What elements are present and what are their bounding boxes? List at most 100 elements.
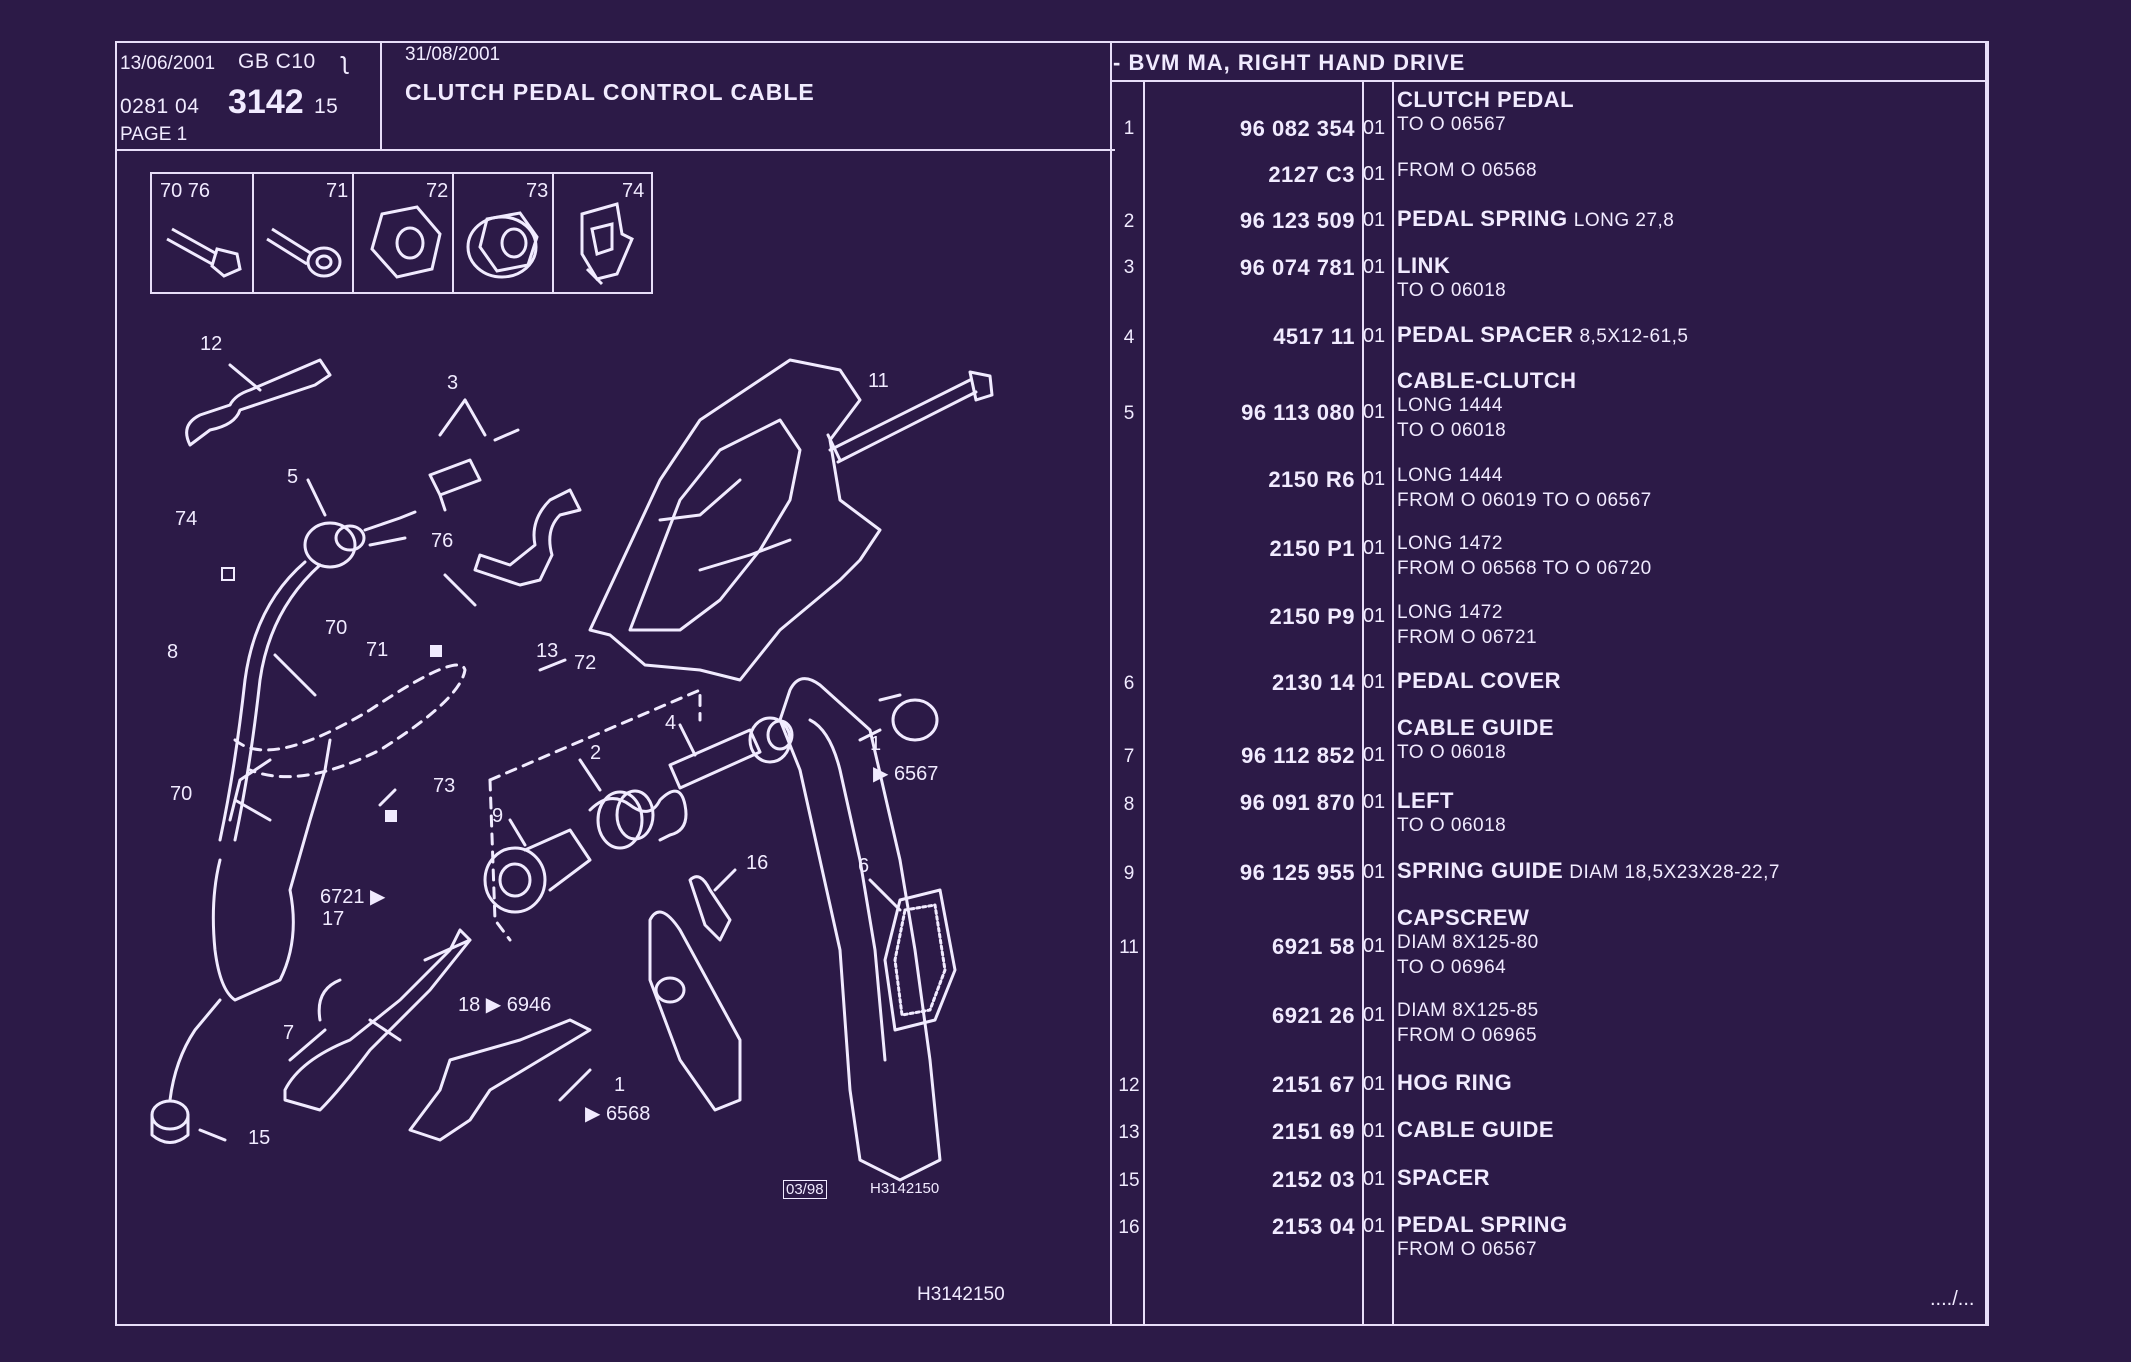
row-index: 13 [1118, 1122, 1140, 1143]
row-index: 4 [1123, 327, 1135, 348]
diagram-ref: H3142150 [870, 1180, 940, 1197]
part-description: HOG RING [1397, 1070, 1977, 1095]
row-index: 7 [1123, 746, 1135, 767]
row-index: 5 [1123, 403, 1135, 424]
callout-label: 6 [858, 855, 870, 877]
serial-label: 6946 [506, 994, 552, 1016]
row-index: 16 [1118, 1217, 1140, 1238]
quantity: 01 [1362, 861, 1386, 883]
header-date1: 13/06/2001 [120, 53, 216, 74]
part-description: DIAM 8X125-85 FROM O 06965 [1397, 998, 1977, 1048]
quantity: 01 [1362, 1215, 1386, 1237]
clip-icon [580, 202, 634, 286]
callout-label: 18 ▶ 6946 [458, 992, 551, 1017]
quantity: 01 [1362, 163, 1386, 185]
part-number: 2127 C3 [1268, 162, 1355, 187]
header-ref-main: 3142 [228, 83, 304, 121]
row-index: 3 [1123, 257, 1135, 278]
part-name: CAPSCREW [1397, 905, 1530, 930]
quantity: 01 [1362, 935, 1386, 957]
part-description: LONG 1472 FROM O 06721 [1397, 600, 1977, 650]
callout-label: 1 [614, 1074, 626, 1096]
icon-cell: 70 76 [152, 174, 254, 292]
icon-label: 74 [622, 180, 645, 202]
part-note: TO O 06018 [1397, 742, 1507, 763]
part-name: CLUTCH PEDAL [1397, 87, 1575, 112]
part-name: CABLE-CLUTCH [1397, 368, 1577, 393]
part-number: 96 091 870 [1239, 790, 1355, 815]
icon-label: 73 [526, 180, 549, 202]
callout-label: ▶ 6568 [585, 1101, 650, 1126]
part-description: SPRING GUIDE DIAM 18,5X23X28-22,7 [1397, 858, 1977, 885]
part-name: HOG RING [1397, 1070, 1513, 1095]
part-name: PEDAL SPRING [1397, 206, 1568, 231]
quantity: 01 [1362, 791, 1386, 813]
ref-label: 18 [458, 994, 481, 1016]
column-divider [1143, 82, 1145, 1326]
part-name: SPACER [1397, 1165, 1491, 1190]
callout-label: ▶ 6567 [873, 761, 938, 786]
part-note: FROM O 06568 [1397, 160, 1538, 181]
callout-label: 70 [325, 617, 348, 639]
serial-label: 6721 [320, 886, 365, 908]
part-number: 2151 67 [1271, 1072, 1355, 1097]
icon-cell: 73 [454, 174, 554, 292]
callout-label: 71 [366, 639, 389, 661]
quantity: 01 [1362, 1004, 1386, 1026]
quantity: 01 [1362, 537, 1386, 559]
icon-label: 72 [426, 180, 449, 202]
row-index: 15 [1118, 1170, 1140, 1191]
column-divider [1110, 41, 1112, 1326]
part-note: LONG 1444 FROM O 06019 TO O 06567 [1397, 465, 1652, 511]
arrow-icon: ▶ [585, 1103, 606, 1125]
part-description: PEDAL SPACER 8,5X12-61,5 [1397, 322, 1977, 349]
serial-label: 6568 [605, 1103, 651, 1125]
part-number: 96 074 781 [1239, 255, 1355, 280]
part-description: SPACER [1397, 1165, 1977, 1190]
part-name: PEDAL SPACER [1397, 322, 1574, 347]
footer-ref: H3142150 [917, 1284, 1005, 1305]
icon-cell: 72 [354, 174, 454, 292]
part-spec: 8,5X12-61,5 [1579, 326, 1689, 347]
part-name: PEDAL SPRING [1397, 1212, 1568, 1237]
hardware-icons-box: 70 76 71 72 73 [150, 172, 653, 294]
arrow-icon: ▶ [480, 994, 507, 1016]
part-number: 2150 R6 [1268, 467, 1355, 492]
part-number: 2130 14 [1271, 670, 1355, 695]
part-name: LINK [1397, 253, 1451, 278]
quantity: 01 [1362, 117, 1386, 139]
callout-label: 11 [868, 370, 889, 392]
part-note: LONG 1472 FROM O 06721 [1397, 602, 1538, 648]
part-note: DIAM 8X125-80 TO O 06964 [1397, 932, 1539, 978]
part-number: 96 113 080 [1241, 400, 1355, 425]
section-divider [1110, 80, 1987, 82]
part-note: DIAM 8X125-85 FROM O 06965 [1397, 1000, 1539, 1046]
header-page: PAGE 1 [120, 124, 188, 145]
nut-icon [370, 205, 442, 279]
exploded-diagram [150, 358, 994, 1182]
row-index: 1 [1123, 118, 1135, 139]
row-index: 2 [1123, 211, 1135, 232]
part-number: 2150 P1 [1269, 536, 1355, 561]
row-index: 6 [1123, 673, 1135, 694]
column-divider [1392, 82, 1394, 1326]
part-description: PEDAL COVER [1397, 668, 1977, 693]
callout-label: 12 [200, 333, 223, 355]
quantity: 01 [1362, 1120, 1386, 1142]
callout-label: 17 [322, 908, 345, 930]
icon-cell: 71 [254, 174, 354, 292]
part-number: 96 123 509 [1239, 208, 1355, 233]
part-name: CABLE GUIDE [1397, 1117, 1555, 1142]
column-divider [1985, 41, 1987, 1326]
callout-label: 4 [665, 712, 677, 734]
quantity: 01 [1362, 256, 1386, 278]
part-number: 4517 11 [1273, 324, 1355, 349]
callout-label: 76 [431, 530, 454, 552]
callout-label: 8 [167, 641, 179, 663]
header-block [115, 41, 1115, 151]
